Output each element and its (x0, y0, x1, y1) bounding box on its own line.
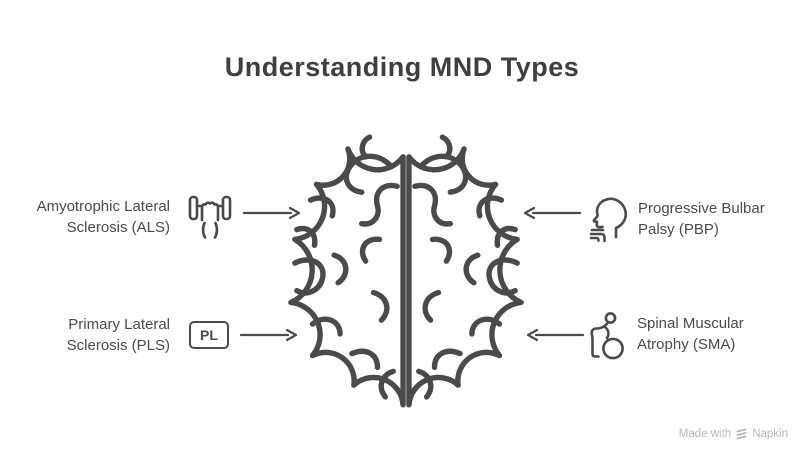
person-exercise-ball-icon (590, 312, 624, 360)
page-title: Understanding MND Types (224, 52, 580, 82)
arrow-pls (240, 328, 298, 342)
brain-right-hemisphere (406, 134, 524, 408)
label-pls-line1: Primary Lateral (68, 316, 170, 333)
watermark-brand: Napkin (752, 427, 788, 440)
label-sma-line1: Spinal Muscular (637, 315, 744, 332)
arrow-pbp (523, 206, 581, 220)
label-pbp-line2: Palsy (PBP) (638, 221, 719, 238)
brain-top-view-illustration (288, 134, 524, 408)
label-pbp-line1: Progressive Bulbar (638, 200, 765, 217)
label-pbp: Progressive Bulbar Palsy (PBP) (638, 198, 798, 240)
watermark-credit: Made with (678, 427, 732, 440)
label-als: Amyotrophic Lateral Sclerosis (ALS) (20, 196, 170, 238)
watermark: Made with Napkin (679, 427, 788, 440)
head-throat-icon (589, 197, 628, 242)
label-pls-line2: Sclerosis (PLS) (66, 337, 170, 354)
label-sma: Spinal Muscular Atrophy (SMA) (637, 313, 797, 355)
arrow-als (243, 206, 301, 220)
label-pls: Primary Lateral Sclerosis (PLS) (20, 314, 170, 356)
label-als-line1: Amyotrophic Lateral (36, 198, 170, 215)
label-als-line2: Sclerosis (ALS) (66, 219, 170, 236)
napkin-logo-icon (736, 428, 747, 440)
arrow-sma (526, 328, 584, 342)
hand-dumbbell-icon (188, 195, 232, 239)
label-sma-line2: Atrophy (SMA) (637, 336, 736, 353)
pl-badge-icon: PL (189, 321, 229, 349)
pl-badge-text: PL (200, 327, 218, 343)
brain-left-hemisphere (288, 134, 406, 408)
